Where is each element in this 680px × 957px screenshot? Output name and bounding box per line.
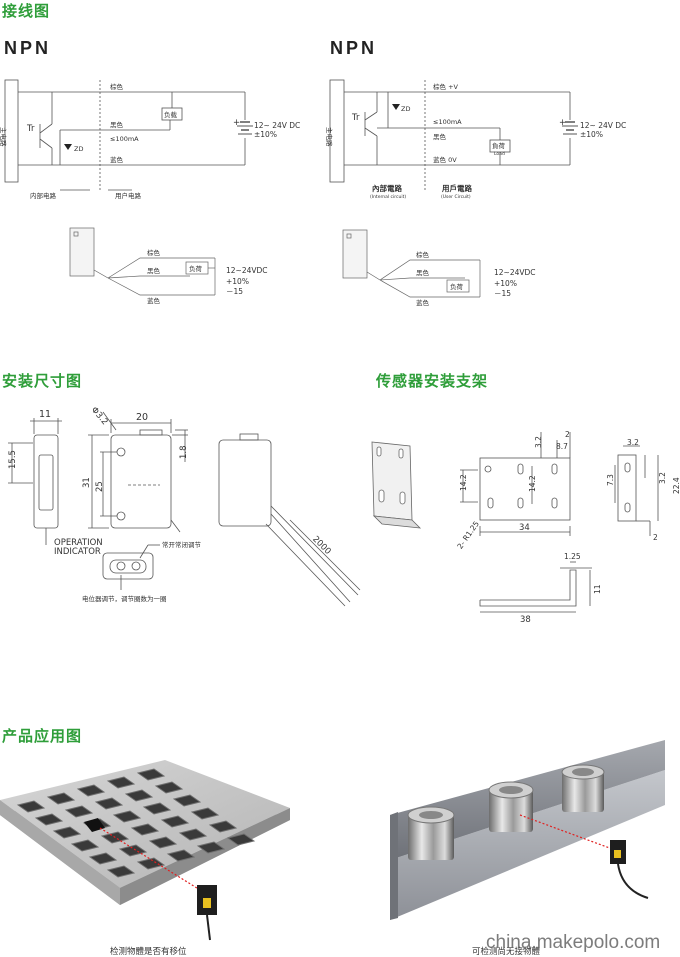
blue-label-left: 蓝色	[110, 155, 124, 164]
application-caption-right: 可检测尚无接物體	[472, 947, 541, 957]
internal-circuit-label-right: 內部電路	[372, 183, 402, 193]
plus-sign-right: +	[559, 118, 566, 128]
brown-label-left: 棕色	[110, 82, 124, 91]
zd-label-left: ZD	[74, 145, 83, 153]
wiring-schematic-right	[329, 79, 578, 190]
bracket-dim-1-25-label: 1.25	[564, 552, 581, 561]
dim-hole-label: Φ3.2	[89, 405, 110, 427]
bracket-dim-2b-label: 2	[653, 533, 658, 542]
bracket-dim-7-3-label: 7.3	[606, 474, 615, 486]
application-tray-illustration	[0, 760, 290, 941]
tolerance-label-left: ±10%	[254, 130, 277, 139]
bracket-dimension-drawing	[460, 432, 659, 613]
tolerance-label-right: ±10%	[580, 130, 603, 139]
cable-black-label-left: 黑色	[147, 266, 161, 275]
dim-31-label: 31	[82, 477, 92, 488]
supply-label-left: 12~ 24V DC	[254, 121, 300, 130]
load-en-label-right: Load	[494, 151, 505, 157]
npn-label-right: NPN	[330, 38, 378, 58]
application-caption-left: 检测物體是否有移位	[110, 947, 187, 957]
cable-tol-minus-right: －15	[494, 289, 511, 298]
dim-15-5-label: 15.5	[8, 450, 18, 469]
load-label-left: 负载	[164, 110, 178, 119]
internal-circuit-en-right: (Internal circuit)	[370, 194, 406, 200]
cable-supply-label-right: 12~24VDC	[494, 268, 536, 277]
user-circuit-label-right: 用戶電路	[442, 183, 472, 193]
supply-label-right: 12~ 24V DC	[580, 121, 626, 130]
cable-wiring-right	[342, 229, 481, 298]
cable-blue-label-right: 蓝色	[416, 298, 430, 307]
cable-brown-label-left: 棕色	[147, 248, 161, 257]
zener-icon-right	[392, 104, 400, 110]
dim-2000-label: 2000	[310, 534, 332, 556]
section-title-application: 产品应用图	[2, 727, 83, 745]
black-label-left: 黑色	[110, 120, 124, 129]
main-circuit-label-left: 主电路	[0, 127, 8, 147]
bracket-dim-3-2b-label: 3.2	[627, 438, 639, 447]
bracket-dim-11-label: 11	[593, 584, 602, 594]
user-circuit-label-left: 用户电路	[115, 191, 142, 200]
bracket-dim-2-label: 2	[565, 430, 570, 439]
bracket-dim-3-2c-label: 3.2	[658, 472, 667, 484]
operation-label: OPERATION	[54, 538, 103, 548]
zener-icon-left	[64, 144, 72, 150]
bracket-dim-3-2a-label: 3.2	[534, 436, 543, 448]
brown-label-right: 棕色 +V	[433, 82, 459, 91]
bracket-dim-34-label: 34	[519, 523, 530, 533]
zd-label-right: ZD	[401, 105, 410, 113]
cable-wiring-left	[69, 227, 216, 296]
load-label-right: 負荷	[492, 141, 506, 150]
dim-11-label: 11	[39, 409, 51, 420]
bracket-3d-view	[371, 441, 422, 529]
dim-20-label: 20	[136, 412, 148, 423]
user-circuit-en-right: (User Circuit)	[441, 194, 471, 200]
current-label-right: ≤100mA	[433, 118, 462, 126]
tr-label-right: Tr	[351, 113, 360, 123]
cable-brown-label-right: 棕色	[416, 250, 430, 259]
bracket-dim-8-7-label: 8.7	[556, 442, 568, 451]
watermark-text: china.makepolo.com	[486, 932, 661, 953]
dim-1-8-label: 1.8	[179, 445, 189, 459]
bracket-r125-label: 2- R1.25	[455, 519, 481, 550]
sensor-dimension-drawing	[8, 411, 361, 607]
indicator-label: INDICATOR	[54, 547, 101, 557]
bracket-dim-14-2b-label: 14.2	[528, 475, 537, 492]
internal-circuit-label-left: 内部电路	[30, 191, 57, 200]
cable-blue-label-left: 蓝色	[147, 296, 161, 305]
switch-note-label: 常开常闭调节	[162, 540, 202, 549]
cable-supply-label-left: 12~24VDC	[226, 266, 268, 275]
application-rail-illustration	[390, 740, 665, 920]
current-label-left: ≤100mA	[110, 135, 139, 143]
cable-black-label-right: 黑色	[416, 268, 430, 277]
blue-label-right: 蓝色 0V	[433, 155, 457, 164]
bracket-dim-14-2a-label: 14.2	[459, 474, 468, 491]
npn-label-left: NPN	[4, 38, 52, 58]
cable-tol-plus-left: +10%	[226, 277, 249, 286]
cable-tol-plus-right: +10%	[494, 279, 517, 288]
tr-label-left: Tr	[26, 124, 35, 134]
dim-25-label: 25	[95, 481, 105, 492]
wiring-schematic-left	[4, 79, 253, 191]
cable-load-label-right: 负荷	[450, 282, 464, 291]
pot-note-label: 电位器调节，调节圈数为一圈	[82, 594, 167, 603]
section-title-bracket: 传感器安装支架	[376, 372, 489, 390]
cable-load-label-left: 负荷	[189, 264, 203, 273]
bracket-dim-22-4-label: 22.4	[672, 477, 680, 494]
plus-sign-left: +	[233, 118, 240, 128]
section-title-wiring: 接线图	[2, 2, 51, 20]
black-label-right: 黑色	[433, 132, 447, 141]
bracket-dim-38-label: 38	[520, 615, 531, 625]
section-title-dimensions: 安装尺寸图	[2, 372, 83, 390]
cable-tol-minus-left: －15	[226, 287, 243, 296]
main-circuit-label-right: 主电路	[325, 127, 334, 147]
